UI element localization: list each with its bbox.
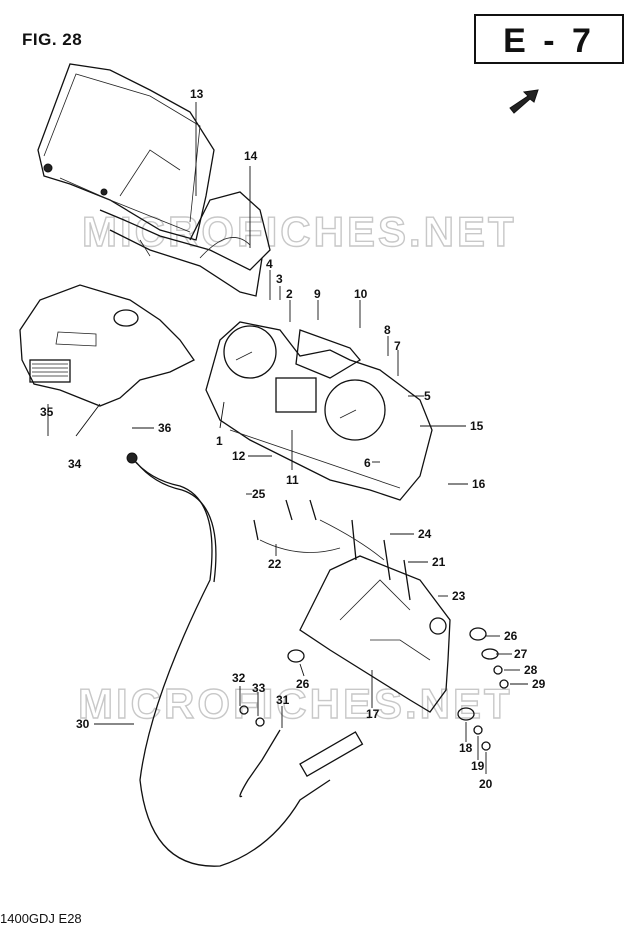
callout-29: 29 (532, 677, 546, 691)
callout-15: 15 (470, 419, 484, 433)
watermark-top: MICROFICHES.NET (82, 208, 517, 255)
callout-labels: 1 2 3 4 5 6 7 8 9 10 11 12 13 14 15 16 1… (40, 87, 546, 791)
callout-23: 23 (452, 589, 466, 603)
callout-22: 22 (268, 557, 282, 571)
callout-4: 4 (266, 257, 273, 271)
callout-2: 2 (286, 287, 293, 301)
callout-26-left: 26 (296, 677, 310, 691)
callout-5: 5 (424, 389, 431, 403)
callout-11: 11 (286, 473, 299, 487)
callout-30: 30 (76, 717, 90, 731)
callout-20: 20 (479, 777, 493, 791)
watermark-bottom: MICROFICHES.NET (78, 680, 513, 727)
callout-18: 18 (459, 741, 473, 755)
callout-17: 17 (366, 707, 380, 721)
callout-14: 14 (244, 149, 258, 163)
callout-3: 3 (276, 272, 283, 286)
callout-9: 9 (314, 287, 321, 301)
callout-33: 33 (252, 681, 266, 695)
callout-10: 10 (354, 287, 368, 301)
section-code-box: E - 7 (474, 14, 624, 64)
callout-21: 21 (432, 555, 446, 569)
callout-34: 34 (68, 457, 82, 471)
callout-12: 12 (232, 449, 246, 463)
callout-36: 36 (158, 421, 172, 435)
front-arrow-icon (509, 89, 539, 114)
callout-35: 35 (40, 405, 54, 419)
callout-25: 25 (252, 487, 266, 501)
callout-26-right: 26 (504, 629, 518, 643)
lamp-sockets (253, 499, 411, 601)
callout-1: 1 (216, 434, 223, 448)
callout-16: 16 (472, 477, 486, 491)
callout-7: 7 (394, 339, 401, 353)
section-code: E - 7 (503, 22, 595, 60)
meter-assembly (205, 321, 433, 501)
meter-visor (37, 63, 215, 241)
meter-bracket (299, 555, 451, 713)
callout-28: 28 (524, 663, 538, 677)
callout-24: 24 (418, 527, 432, 541)
callout-19: 19 (471, 759, 485, 773)
callout-8: 8 (384, 323, 391, 337)
callout-32: 32 (232, 671, 246, 685)
spring (239, 729, 281, 798)
callout-6: 6 (364, 456, 371, 470)
callout-27: 27 (514, 647, 528, 661)
meter-case (99, 191, 271, 297)
meter-cover (19, 284, 195, 407)
speedometer-cable (126, 452, 364, 867)
figure-title: FIG. 28 (22, 30, 83, 49)
callout-13: 13 (190, 87, 204, 101)
leader-lines (47, 102, 528, 774)
callout-31: 31 (276, 693, 290, 707)
footer-code: 1400GDJ E28 (0, 911, 82, 926)
